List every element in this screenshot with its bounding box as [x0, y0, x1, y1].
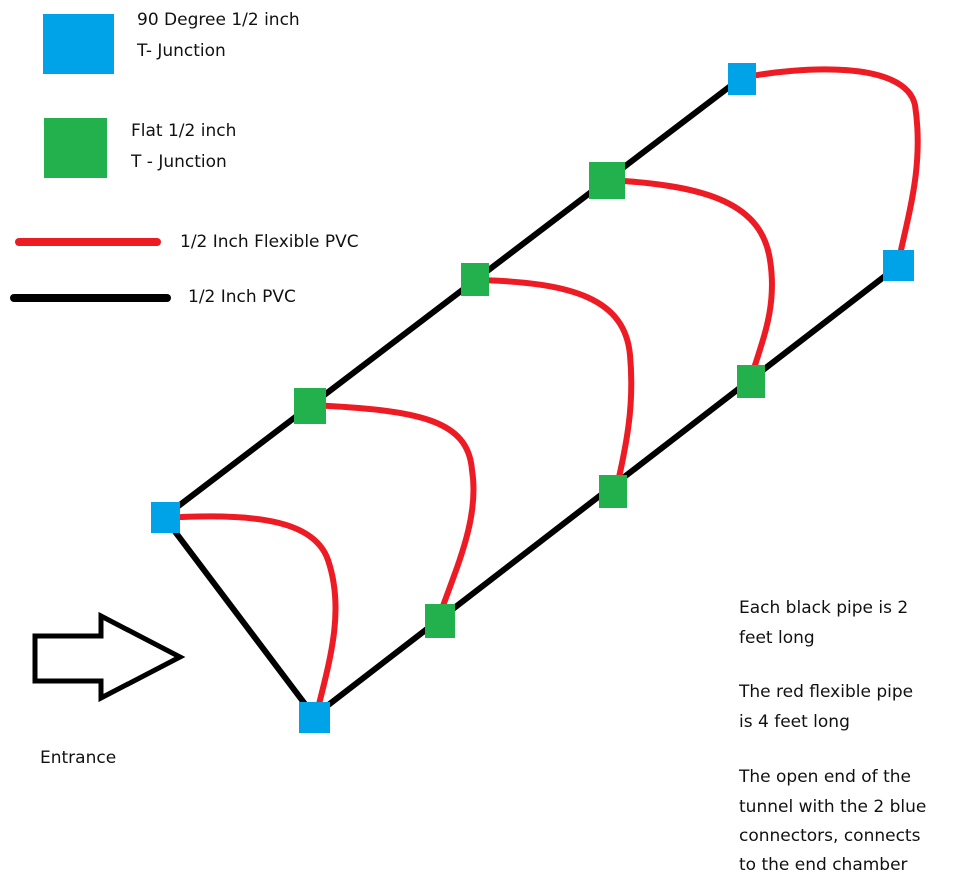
green-junction-top-3 [589, 162, 625, 199]
flexible-pvc-arch-4 [604, 177, 775, 385]
note-open-end-line2: tunnel with the 2 blue [739, 797, 927, 817]
legend-green-label-line1: Flat 1/2 inch [131, 121, 237, 141]
flexible-pvc-arch-2 [307, 402, 477, 623]
legend-black-label: 1/2 Inch PVC [188, 287, 296, 307]
note-pipe-length-line2: feet long [739, 628, 815, 648]
legend-green-swatch [44, 118, 107, 178]
legend-green-label-line2: T - Junction [131, 152, 227, 172]
green-junction-bottom-3 [737, 365, 765, 398]
pvc-pipe-entrance-side [161, 514, 317, 719]
note-flex-length-line1: The red flexible pipe [739, 682, 914, 702]
legend-red-label: 1/2 Inch Flexible PVC [180, 232, 359, 252]
pvc-pipe-top-rail [161, 75, 744, 520]
note-open-end-line3: connectors, connects [739, 826, 921, 846]
blue-junction-far-top [728, 63, 756, 95]
flexible-pvc-arches [161, 66, 921, 719]
flexible-pvc-arch-3 [473, 277, 635, 503]
flexible-pvc-arch-5 [738, 66, 921, 268]
note-open-end-line4: to the end chamber [739, 855, 908, 875]
blue-junction-far-bottom [883, 250, 914, 281]
legend-blue-label-line1: 90 Degree 1/2 inch [137, 10, 300, 30]
junctions [151, 63, 914, 733]
green-junction-top-1 [294, 388, 326, 424]
note-open-end-line1: The open end of the [739, 767, 911, 787]
blue-junction-entrance-top [151, 502, 180, 533]
note-pipe-length-line1: Each black pipe is 2 [739, 598, 909, 618]
legend-blue-label-line2: T- Junction [137, 41, 226, 61]
note-flex-length-line2: is 4 feet long [739, 712, 850, 732]
blue-junction-entrance-bottom [299, 702, 330, 733]
green-junction-bottom-1 [425, 604, 455, 638]
flexible-pvc-arch-1 [161, 513, 339, 719]
entrance-label: Entrance [40, 748, 117, 768]
green-junction-top-2 [461, 263, 489, 296]
right-arrow-outline-icon [32, 611, 186, 703]
legend-blue-swatch [43, 14, 114, 74]
green-junction-bottom-2 [599, 475, 627, 508]
